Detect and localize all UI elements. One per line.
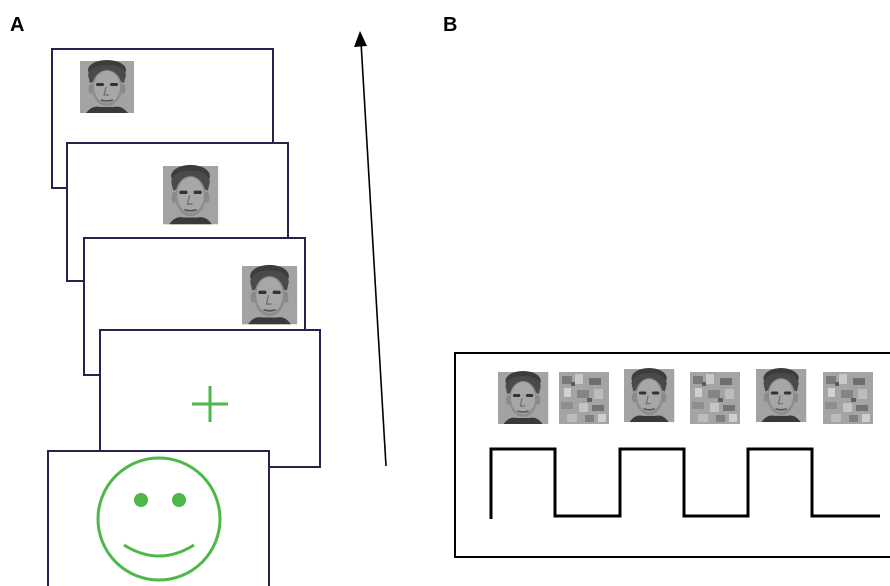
scrambled-face-icon	[823, 372, 873, 424]
panel-b	[454, 352, 890, 558]
scrambled-face-icon	[559, 372, 609, 424]
fixation-cross-icon	[192, 386, 228, 422]
trial-screen-4	[99, 329, 321, 468]
face-photo-icon	[241, 263, 298, 326]
smiley-face-icon	[96, 456, 222, 582]
scrambled-face-icon	[690, 372, 740, 424]
screen-frame	[47, 450, 270, 586]
block-waveform	[489, 447, 880, 519]
time-arrow	[354, 31, 387, 467]
face-photo-icon	[755, 367, 808, 423]
face-photo-icon	[497, 370, 550, 425]
panel-b-label: B	[443, 14, 457, 36]
panel-a	[47, 48, 321, 586]
face-photo-icon	[162, 163, 219, 226]
panel-a-label: A	[10, 14, 24, 36]
face-photo-icon	[623, 367, 676, 423]
arrow-head-icon	[354, 31, 367, 47]
face-photo-icon	[79, 59, 135, 114]
trial-screen-5	[47, 450, 270, 586]
